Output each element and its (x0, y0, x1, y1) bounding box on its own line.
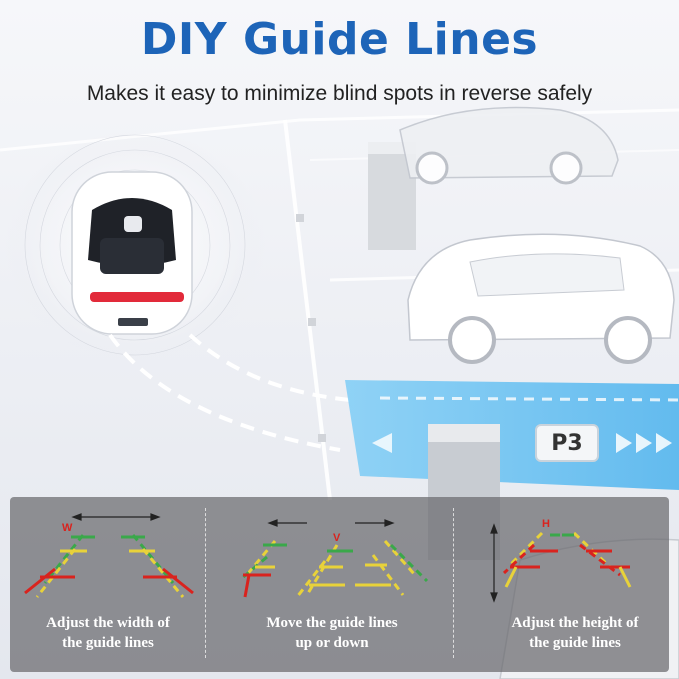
position-adjust-diagram: V (240, 519, 429, 598)
caption-line: Adjust the height of (511, 615, 639, 631)
parking-spot-label: P3 (535, 424, 599, 462)
caption-line: the guide lines (529, 635, 621, 651)
parked-car-middle (407, 233, 675, 364)
caption-line: up or down (295, 635, 369, 651)
parked-car-back (399, 106, 619, 185)
caption-line: Adjust the width of (46, 615, 170, 631)
ego-car (71, 171, 193, 335)
caption-position: Move the guide lines up or down (227, 613, 437, 653)
caption-line: the guide lines (62, 635, 154, 651)
page-subtitle: Makes it easy to minimize blind spots in… (86, 82, 593, 105)
vertical-marker: V (333, 532, 341, 544)
width-adjust-diagram: W (24, 513, 194, 598)
panel-divider (205, 508, 206, 658)
page-title: DIY Guide Lines (140, 14, 539, 65)
panel-divider (453, 508, 454, 658)
height-marker: H (542, 518, 550, 530)
height-adjust-diagram: H (490, 518, 632, 603)
width-marker: W (62, 522, 73, 534)
caption-width: Adjust the width of the guide lines (3, 613, 213, 653)
caption-line: Move the guide lines (266, 615, 398, 631)
caption-height: Adjust the height of the guide lines (470, 613, 679, 653)
